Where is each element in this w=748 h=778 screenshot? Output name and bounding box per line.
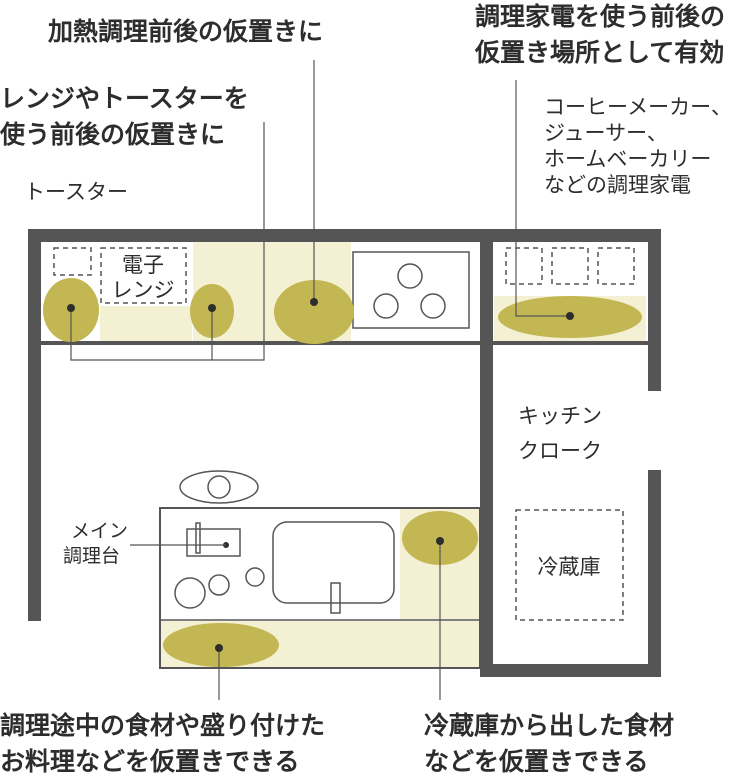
leader-dot-island-front	[215, 644, 223, 652]
faucet-icon	[330, 582, 341, 614]
appliance-slot-3	[597, 247, 635, 285]
appliance-caption-line1: 調理家電を使う前後の	[475, 2, 725, 31]
appliance-list-2: ジューサー、	[544, 121, 668, 145]
leader-dot-fridge-side	[436, 537, 444, 545]
appliance-list-4: などの調理家電	[544, 173, 691, 197]
burner-top	[397, 263, 423, 289]
stool	[179, 470, 259, 504]
bottom-left-caption-line1: 調理途中の食材や盛り付けた	[0, 711, 325, 740]
wall-right-lower	[648, 470, 661, 677]
main-counter-label-line1: メイン	[71, 520, 128, 542]
wall-bottom-right	[480, 664, 661, 677]
zone-microwave-counter	[100, 306, 192, 342]
heating-caption: 加熱調理前後の仮置きに	[47, 17, 323, 46]
island-counter	[159, 507, 481, 669]
bottom-right-caption-line1: 冷蔵庫から出した食材	[424, 711, 674, 740]
closet-label-line2: クローク	[518, 439, 602, 463]
counter-front-edge	[41, 341, 661, 345]
fridge-outline	[515, 509, 624, 621]
prep-tray	[186, 528, 241, 557]
highlight-cooktop	[274, 280, 354, 344]
leader-appliance	[515, 80, 570, 317]
burner-left	[373, 293, 399, 319]
appliance-slot-2	[551, 247, 589, 285]
fridge-label: 冷蔵庫	[538, 555, 601, 579]
burner-right	[420, 293, 446, 319]
island-burner-2	[208, 574, 230, 596]
leader-dot-appliance	[566, 312, 574, 320]
cooktop	[352, 251, 470, 329]
leader-dot-toaster	[67, 304, 75, 312]
island-burner-1	[174, 577, 206, 609]
bottom-right-caption-line2: などを仮置きできる	[424, 747, 649, 776]
appliance-caption-line2: 仮置き場所として有効	[474, 38, 724, 67]
toaster-outline	[53, 247, 92, 276]
main-counter-label-line2: 調理台	[63, 545, 120, 567]
microwave-outline	[100, 247, 187, 304]
wall-left	[28, 229, 41, 621]
range-caption-line2: 使う前後の仮置きに	[0, 120, 225, 149]
bottom-left-caption-line2: お料理などを仮置きできる	[0, 747, 300, 776]
microwave-label-2: レンジ	[112, 278, 175, 302]
leader-dot-heating	[310, 298, 318, 306]
microwave-label: 電子	[122, 253, 164, 277]
sink	[272, 521, 395, 604]
appliance-list-3: ホームベーカリー	[544, 147, 711, 171]
leader-dot-microwave	[208, 304, 216, 312]
wall-partition	[480, 229, 493, 677]
appliance-list-1: コーヒーメーカー、	[544, 95, 732, 119]
stool-seat	[207, 475, 231, 499]
wall-top-right-room	[480, 229, 661, 242]
range-caption-line1: レンジやトースターを	[0, 84, 249, 113]
wall-right-upper	[648, 229, 661, 391]
appliance-slot-1	[505, 247, 543, 285]
faucet-small-icon	[195, 522, 201, 554]
closet-label-line1: キッチン	[518, 404, 602, 428]
leader-range-bracket	[70, 122, 265, 361]
wall-top-left-room	[28, 229, 488, 242]
toaster-label: トースター	[24, 180, 128, 204]
island-burner-3	[245, 567, 265, 587]
